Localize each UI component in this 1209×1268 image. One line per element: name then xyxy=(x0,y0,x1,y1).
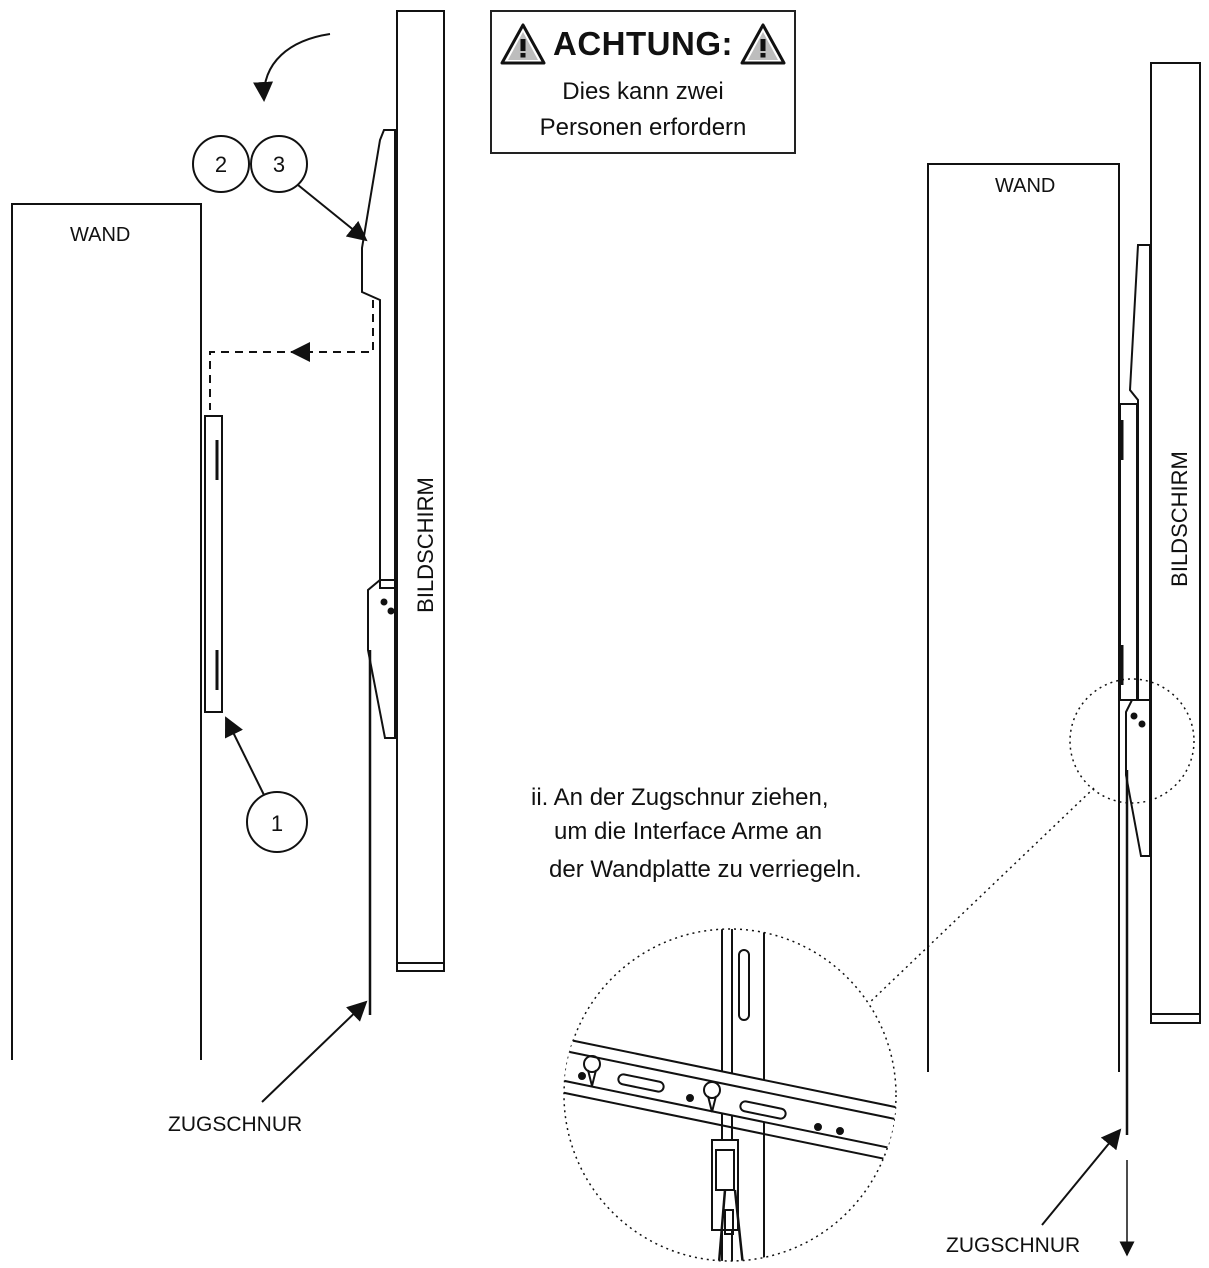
rotation-arrow xyxy=(253,33,331,102)
warning-line-2: Personen erfordern xyxy=(539,114,747,141)
right-lower-arm xyxy=(1125,699,1151,857)
warning-title: ACHTUNG: xyxy=(553,25,733,62)
warning-line-1: Dies kann zwei xyxy=(562,78,724,105)
callout-circle-3 xyxy=(250,135,308,193)
left-screen-body xyxy=(396,10,445,972)
left-wall-plate xyxy=(204,415,223,713)
instruction-line-1: ii. An der Zugschnur ziehen, xyxy=(531,784,829,811)
detail-marker-circle xyxy=(1069,678,1195,804)
warning-triangle-icon xyxy=(740,23,786,65)
right-screen-label: BILDSCHIRM xyxy=(1167,451,1192,587)
zoom-detail xyxy=(563,928,897,1262)
left-cord-label: ZUGSCHNUR xyxy=(168,1113,302,1136)
callout-circle-2 xyxy=(192,135,250,193)
left-wall-outline xyxy=(11,203,202,1060)
right-upper-arm xyxy=(1128,244,1151,701)
instruction-line-2: um die Interface Arme an xyxy=(554,818,823,845)
callout-label-1: 1 xyxy=(271,811,283,836)
right-view xyxy=(867,62,1201,1257)
warning-box: ACHTUNG: Dies kann zwei Personen erforde… xyxy=(490,10,796,154)
warning-header: ACHTUNG: xyxy=(492,18,794,70)
callout-circle-1 xyxy=(246,791,308,853)
warning-triangle-icon xyxy=(500,23,546,65)
left-screen-label: BILDSCHIRM xyxy=(413,477,438,613)
right-wall-label: WAND xyxy=(995,175,1055,197)
right-wall-outline xyxy=(927,163,1120,1072)
left-upper-arm xyxy=(361,129,396,589)
left-wall-label: WAND xyxy=(70,224,130,246)
left-view xyxy=(11,10,445,1103)
callout-label-3: 3 xyxy=(273,152,285,177)
instruction-line-3: der Wandplatte zu verriegeln. xyxy=(549,856,862,883)
callout-label-2: 2 xyxy=(215,152,227,177)
left-lower-arm xyxy=(367,579,396,739)
right-cord-label: ZUGSCHNUR xyxy=(946,1234,1080,1257)
